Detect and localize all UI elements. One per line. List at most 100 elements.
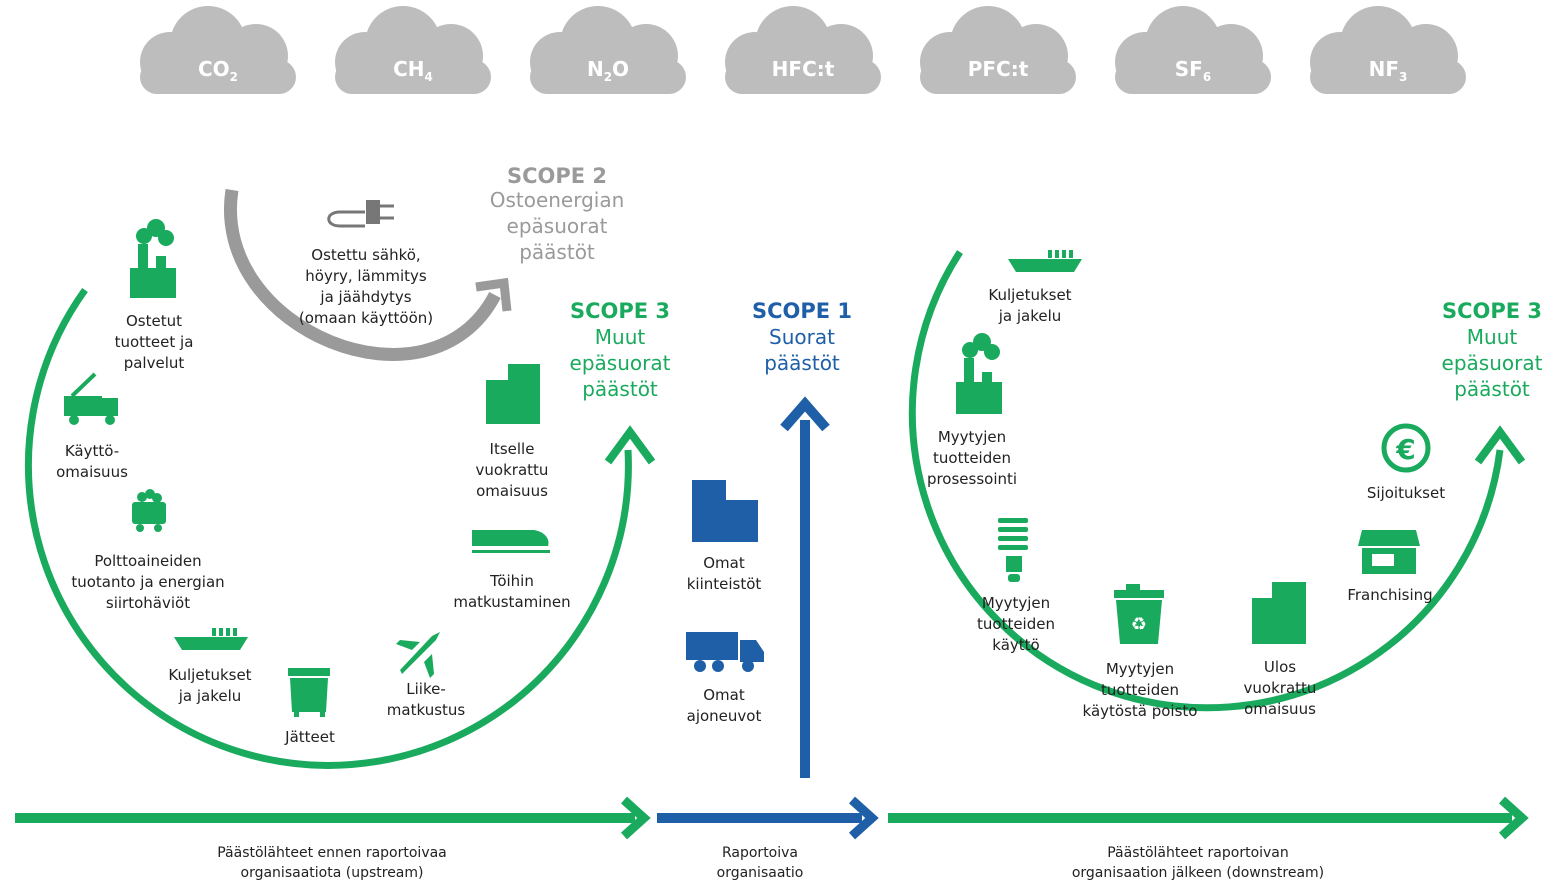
train-icon (472, 530, 550, 553)
svg-text:ja jakelu: ja jakelu (998, 307, 1062, 325)
svg-text:organisaatio: organisaatio (717, 865, 804, 881)
label-processing: Myytyjen tuotteiden prosessointi (927, 428, 1017, 488)
scope3-left-line: päästöt (582, 377, 658, 401)
label-franchising: Franchising (1347, 586, 1432, 604)
scope1-arrowhead (780, 396, 830, 432)
svg-text:organisaation jälkeen (downstr: organisaation jälkeen (downstream) (1072, 865, 1324, 881)
svg-text:Myytyjen: Myytyjen (982, 594, 1050, 612)
scope2-arc (223, 189, 501, 361)
label-investments: Sijoitukset (1367, 484, 1445, 502)
scope3-right-heading: SCOPE 3 Muut epäsuorat päästöt (1442, 299, 1543, 401)
label-purchased-electricity: Ostettu sähkö, höyry, lämmitys ja jäähdy… (299, 246, 433, 327)
svg-text:Itselle: Itselle (490, 440, 535, 458)
label-use-of-products: Myytyjen tuotteiden käyttö (977, 594, 1055, 654)
dumpster-icon (288, 668, 330, 717)
svg-text:organisaatiota (upstream): organisaatiota (upstream) (241, 865, 424, 881)
scope1-line: Suorat (769, 325, 835, 349)
svg-text:höyry, lämmitys: höyry, lämmitys (305, 267, 427, 285)
scope3-left-heading: SCOPE 3 Muut epäsuorat päästöt (570, 299, 671, 401)
building-icon (1252, 582, 1306, 644)
svg-text:ja jakelu: ja jakelu (178, 687, 242, 705)
label-business-travel: Liike- matkustus (387, 680, 466, 719)
upstream-flow-arrowhead (620, 796, 651, 840)
gas-label-hfc: HFC:t (772, 57, 835, 81)
svg-text:Liike-: Liike- (406, 680, 446, 698)
scope2-title: SCOPE 2 (507, 164, 607, 188)
scope3-left-title: SCOPE 3 (570, 299, 670, 323)
svg-text:käytöstä poisto: käytöstä poisto (1083, 702, 1198, 720)
svg-text:Päästölähteet ennen raportoiva: Päästölähteet ennen raportoivaa (217, 845, 447, 861)
svg-text:Kuljetukset: Kuljetukset (168, 666, 251, 684)
svg-text:Myytyjen: Myytyjen (938, 428, 1006, 446)
svg-text:omaisuus: omaisuus (476, 482, 548, 500)
svg-text:Jätteet: Jätteet (284, 728, 335, 746)
lightbulb-icon (998, 518, 1028, 582)
svg-text:Kuljetukset: Kuljetukset (988, 286, 1071, 304)
svg-text:€: € (1395, 433, 1415, 466)
svg-text:prosessointi: prosessointi (927, 470, 1017, 488)
ship-icon (1008, 250, 1082, 272)
gas-label-n2o: N2O (587, 57, 629, 84)
factory-icon (130, 219, 176, 298)
svg-text:tuotanto ja energian: tuotanto ja energian (71, 573, 224, 591)
downstream-arc (908, 250, 1504, 712)
gas-label-pfc: PFC:t (968, 57, 1029, 81)
recycle-icon: ♻ (1131, 614, 1147, 635)
gas-label-sf6: SF6 (1175, 57, 1211, 84)
label-upstream-flow: Päästölähteet ennen raportoivaa organisa… (217, 845, 447, 881)
recycle-bin-icon: ♻ (1114, 584, 1164, 644)
svg-text:Myytyjen: Myytyjen (1106, 660, 1174, 678)
label-purchased-goods: Ostetut tuotteet ja palvelut (115, 312, 194, 372)
factory-icon (956, 333, 1002, 414)
svg-text:tuotteiden: tuotteiden (1101, 681, 1179, 699)
svg-text:palvelut: palvelut (124, 354, 185, 372)
scope3-right-line: epäsuorat (1442, 351, 1543, 375)
scope2-heading: SCOPE 2 Ostoenergian epäsuorat päästöt (490, 164, 625, 264)
svg-text:omaisuus: omaisuus (1244, 700, 1316, 718)
crane-truck-icon (64, 372, 118, 425)
building-icon (692, 480, 758, 542)
svg-text:vuokrattu: vuokrattu (1244, 679, 1317, 697)
scope2-line: päästöt (519, 240, 595, 264)
coal-wagon-icon (132, 489, 166, 532)
label-reporting-flow: Raportoiva organisaatio (717, 845, 804, 881)
gas-label-ch4: CH4 (393, 57, 433, 84)
svg-text:omaisuus: omaisuus (56, 463, 128, 481)
scope3-right-line: Muut (1467, 325, 1518, 349)
svg-text:Ostettu sähkö,: Ostettu sähkö, (311, 246, 420, 264)
ship-icon (174, 628, 248, 650)
label-commuting: Töihin matkustaminen (453, 572, 570, 611)
label-capital-goods: Käyttö- omaisuus (56, 442, 128, 481)
svg-text:Franchising: Franchising (1347, 586, 1432, 604)
scope1-line: päästöt (764, 351, 840, 375)
svg-text:(omaan käyttöön): (omaan käyttöön) (299, 309, 433, 327)
truck-icon (686, 632, 764, 672)
label-transport-upstream: Kuljetukset ja jakelu (168, 666, 251, 705)
upstream-arc-arrowhead (604, 425, 656, 465)
scope1-heading: SCOPE 1 Suorat päästöt (752, 299, 852, 375)
svg-text:ja jäähdytys: ja jäähdytys (319, 288, 411, 306)
svg-text:Raportoiva: Raportoiva (722, 845, 798, 861)
svg-text:Omat: Omat (703, 554, 745, 572)
scope3-right-line: päästöt (1454, 377, 1530, 401)
svg-text:Päästölähteet raportoivan: Päästölähteet raportoivan (1107, 845, 1289, 861)
svg-text:käyttö: käyttö (992, 636, 1039, 654)
scope1-title: SCOPE 1 (752, 299, 852, 323)
label-leased-out: Ulos vuokrattu omaisuus (1244, 658, 1317, 718)
label-own-vehicles: Omat ajoneuvot (687, 686, 762, 725)
shop-icon (1358, 530, 1420, 574)
svg-text:siirtohäviöt: siirtohäviöt (106, 594, 190, 612)
svg-text:tuotteet ja: tuotteet ja (115, 333, 194, 351)
scope2-arc-arrowhead (475, 277, 512, 312)
label-fuel-energy: Polttoaineiden tuotanto ja energian siir… (71, 552, 224, 612)
downstream-arc-arrowhead (1474, 425, 1526, 465)
upstream-arc (24, 287, 632, 769)
svg-text:tuotteiden: tuotteiden (977, 615, 1055, 633)
label-transport-downstream: Kuljetukset ja jakelu (988, 286, 1071, 325)
euro-coin-icon: € (1381, 423, 1431, 473)
label-leased-assets: Itselle vuokrattu omaisuus (476, 440, 549, 500)
svg-text:Käyttö-: Käyttö- (65, 442, 119, 460)
office-building-icon (486, 364, 540, 424)
gas-label-nf3: NF3 (1369, 57, 1408, 84)
